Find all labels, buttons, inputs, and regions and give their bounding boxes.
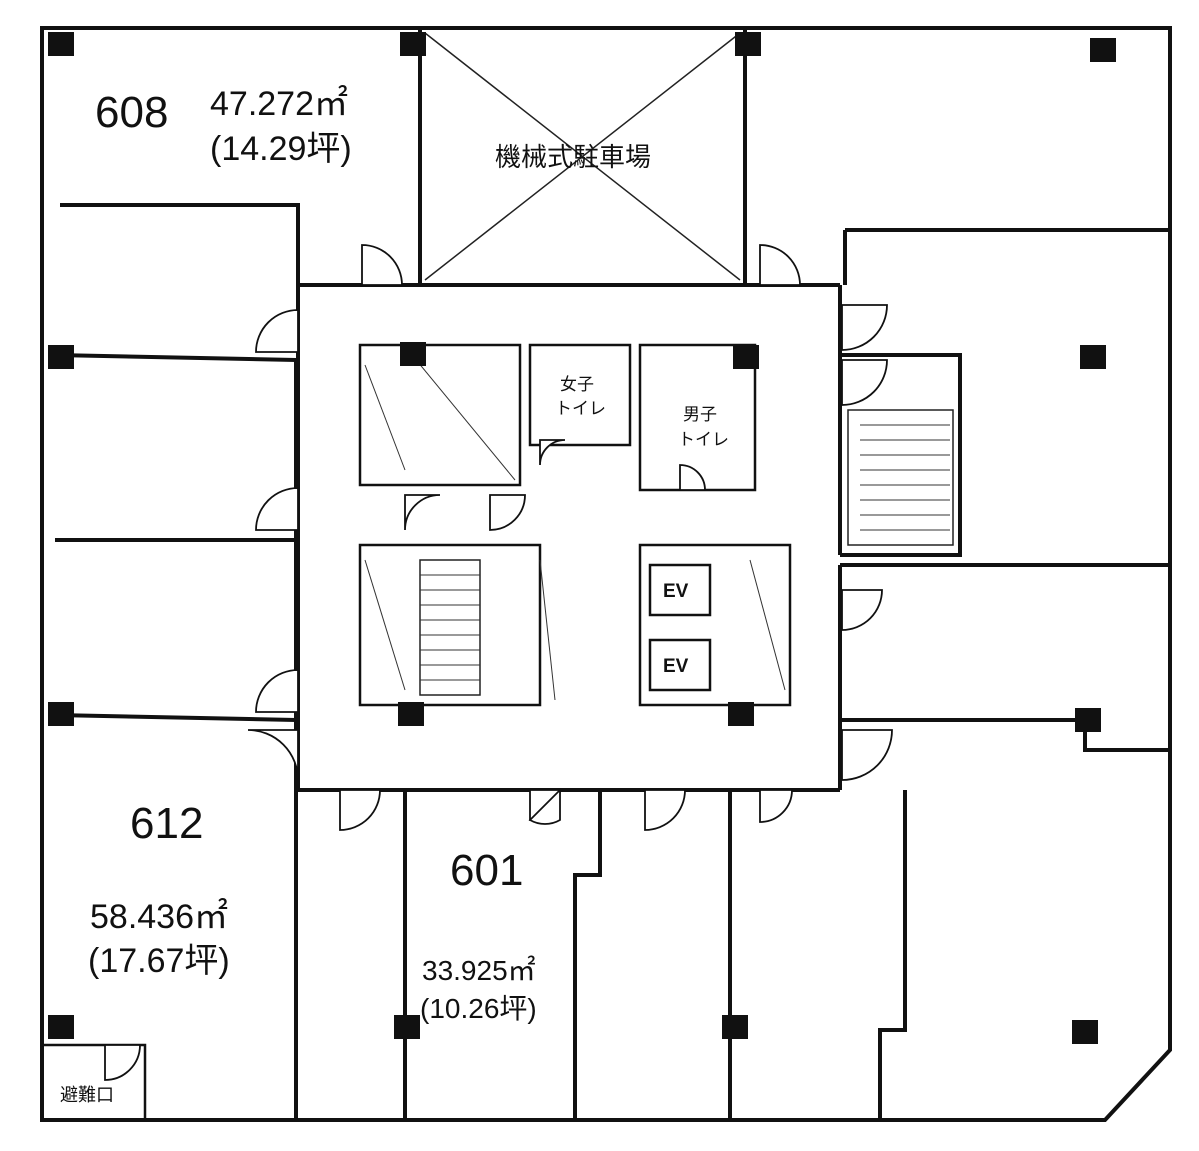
pillar [728,702,754,726]
columns [48,32,1116,1044]
pillar [722,1015,748,1039]
unit-612-area: 58.436㎡ [90,898,228,936]
left-stairs [419,559,481,696]
pillar [400,32,426,56]
unit-608-number: 608 [95,88,168,137]
pillar [48,32,74,56]
pillar [398,702,424,726]
pillar [48,702,74,726]
parking-cross [424,32,741,281]
doors [104,244,893,1081]
pillar [733,345,759,369]
elevator-2-label: EV [663,656,689,677]
womens-restroom-label: 女子 [560,375,594,395]
elevators [648,563,712,692]
unit-601-number: 601 [450,846,523,895]
pillar [1090,38,1116,62]
elevator-2 [648,638,712,692]
unit-612-tsubo: (17.67坪) [88,942,230,980]
pillar [1075,708,1101,732]
elevator-1 [648,563,712,617]
unit-612-number: 612 [130,799,203,848]
left-rooms [42,203,420,1120]
unit-608-area: 47.272㎡ [210,85,348,123]
unit-601-tsubo: (10.26坪) [420,993,537,1024]
emergency-exit-label: 避難口 [60,1085,114,1106]
pillar [735,32,761,56]
elevator-1-label: EV [663,581,689,602]
pillar [394,1015,420,1039]
unit-601-area: 33.925㎡ [422,955,536,986]
pillar [400,342,426,366]
right-rooms [838,228,1170,1120]
womens-restroom-label-2: トイレ [555,399,606,419]
pillar [1072,1020,1098,1044]
mens-restroom-label-2: トイレ [678,430,729,450]
right-stairs [847,409,954,546]
mens-restroom-label: 男子 [683,405,717,425]
pillar [1080,345,1106,369]
pillar [48,345,74,369]
building-outline [40,26,1172,1122]
pillar [48,1015,74,1039]
parking-label: 機械式駐車場 [495,143,651,173]
unit-608-tsubo: (14.29坪) [210,130,352,168]
